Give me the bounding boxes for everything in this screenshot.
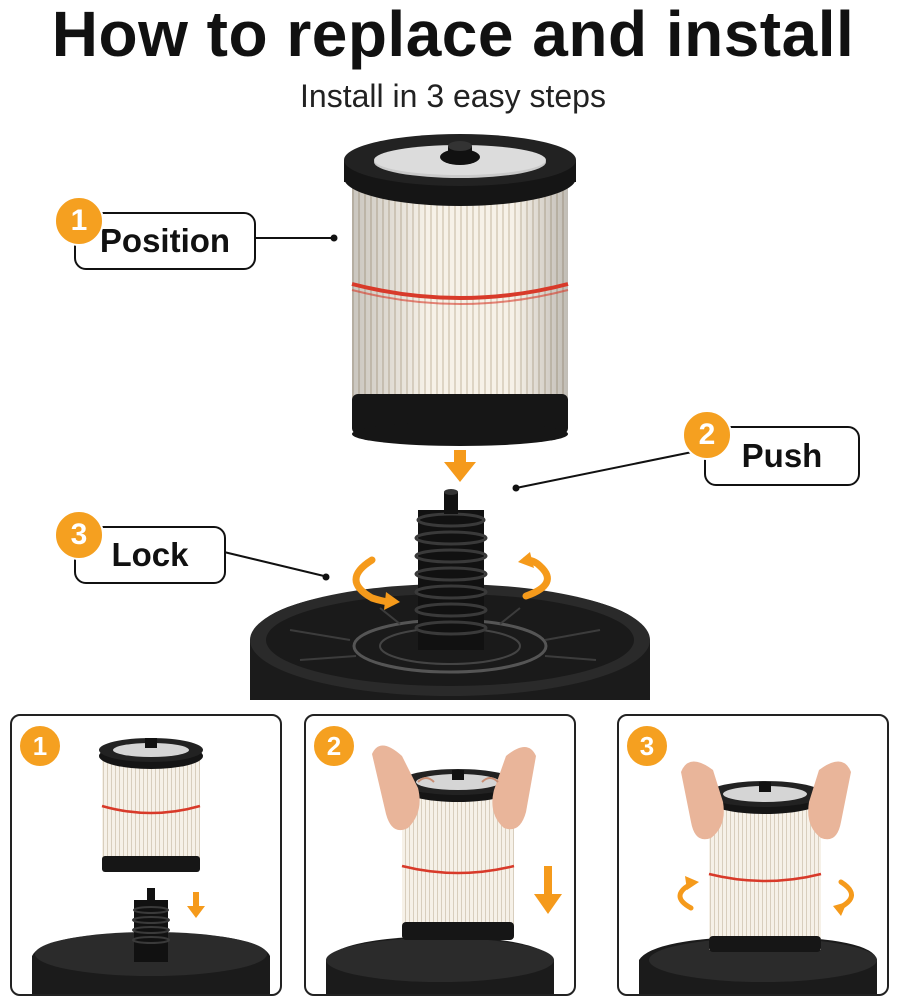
step-3-badge: 3 bbox=[54, 510, 104, 560]
step-2-number: 2 bbox=[698, 418, 716, 451]
page-subtitle: Install in 3 easy steps bbox=[300, 78, 606, 114]
filter-cartridge bbox=[344, 134, 576, 446]
down-arrow-icon bbox=[444, 450, 476, 482]
panel-3-badge: 3 bbox=[625, 724, 669, 768]
page-title: How to replace and install bbox=[51, 0, 855, 70]
filter-cage bbox=[414, 489, 488, 650]
step-1-number: 1 bbox=[70, 204, 88, 237]
leader-lines bbox=[223, 237, 703, 577]
panel-1-illustration bbox=[32, 738, 270, 994]
panel-1-number: 1 bbox=[32, 730, 48, 761]
panel-3-number: 3 bbox=[639, 730, 655, 761]
step-2-badge: 2 bbox=[682, 410, 732, 460]
step-3-number: 3 bbox=[70, 518, 88, 551]
step-3-label: Lock bbox=[74, 526, 226, 584]
panel-3-illustration bbox=[639, 761, 877, 994]
panel-2-badge: 2 bbox=[312, 724, 356, 768]
step-1-text: Position bbox=[99, 222, 231, 259]
step-1-badge: 1 bbox=[54, 196, 104, 246]
panel-2-illustration bbox=[326, 745, 562, 994]
step-3-text: Lock bbox=[111, 536, 189, 573]
step-1-label: Position bbox=[74, 212, 256, 270]
step-2-text: Push bbox=[741, 437, 823, 474]
panel-step-1: 1 bbox=[10, 714, 282, 996]
panel-1-badge: 1 bbox=[18, 724, 62, 768]
panel-step-2: 2 bbox=[304, 714, 576, 996]
panel-2-number: 2 bbox=[326, 730, 342, 761]
panel-step-3: 3 bbox=[617, 714, 889, 996]
